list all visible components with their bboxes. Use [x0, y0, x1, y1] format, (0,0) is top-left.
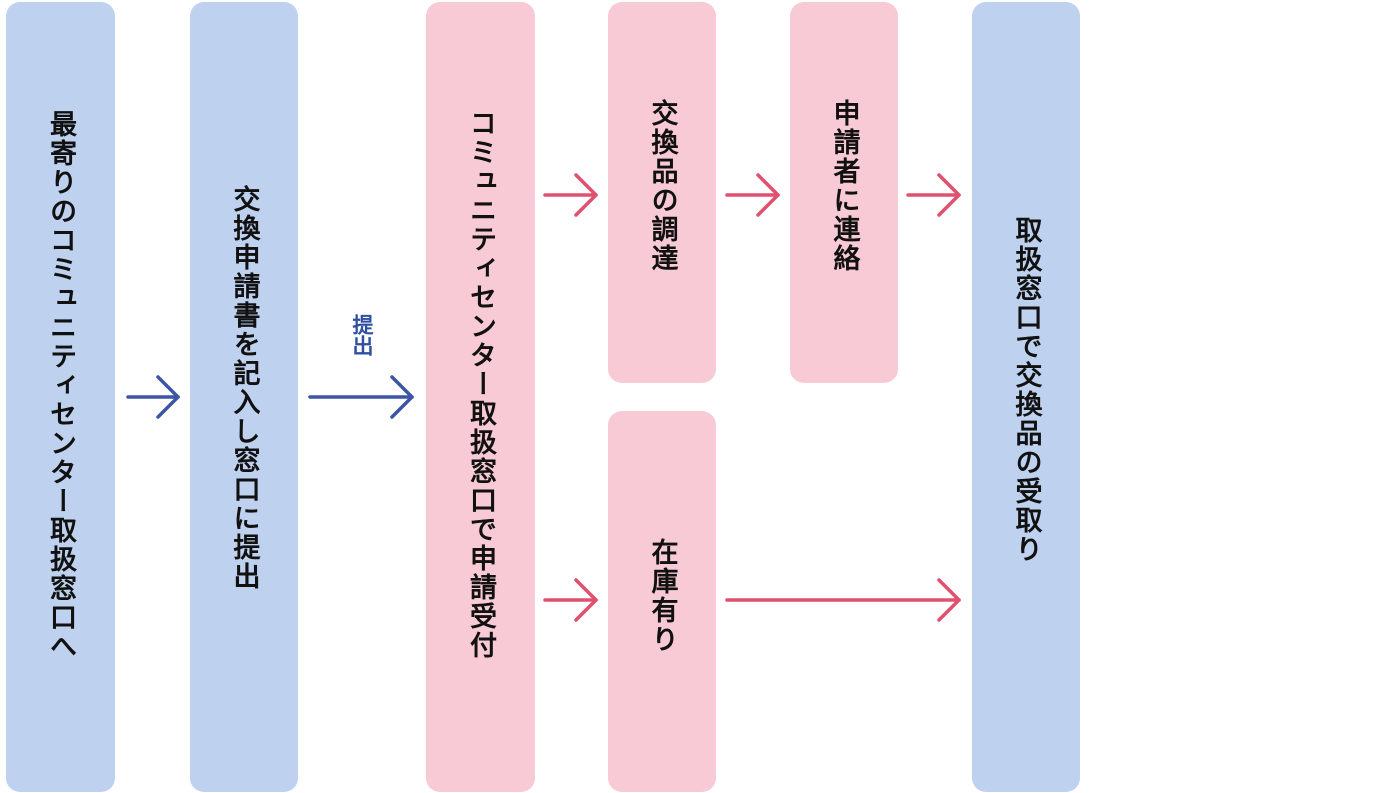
step-contact-applicant-label: 申請者に連絡	[828, 99, 860, 273]
step-contact-applicant: 申請者に連絡	[790, 2, 898, 383]
step-fill-application-label: 交換申請書を記入し窓口に提出	[228, 185, 260, 591]
step-center-accept-label: コミュニティセンター取扱窓口で申請受付	[465, 109, 496, 660]
arrow-right-icon	[308, 375, 414, 419]
step-in-stock: 在庫有り	[608, 411, 716, 792]
step-procure-item: 交換品の調達	[608, 2, 716, 383]
arrow-right-icon	[543, 578, 598, 622]
submit-arrow-label: 提出	[350, 314, 374, 356]
arrow-right-icon	[725, 578, 961, 622]
arrow-right-icon	[725, 173, 780, 217]
step-receive-item: 取扱窓口で交換品の受取り	[972, 2, 1080, 792]
arrow-right-icon	[126, 375, 180, 419]
arrow-right-icon	[543, 173, 598, 217]
step-procure-item-label: 交換品の調達	[646, 99, 678, 273]
step-center-accept: コミュニティセンター取扱窓口で申請受付	[426, 2, 535, 792]
step-nearest-center: 最寄りのコミュニティセンター取扱窓口へ	[6, 2, 115, 792]
step-in-stock-label: 在庫有り	[646, 538, 678, 654]
arrow-right-icon	[906, 173, 961, 217]
step-nearest-center-label: 最寄りのコミュニティセンター取扱窓口へ	[45, 110, 76, 661]
step-fill-application: 交換申請書を記入し窓口に提出	[190, 2, 298, 792]
step-receive-item-label: 取扱窓口で交換品の受取り	[1010, 216, 1042, 564]
